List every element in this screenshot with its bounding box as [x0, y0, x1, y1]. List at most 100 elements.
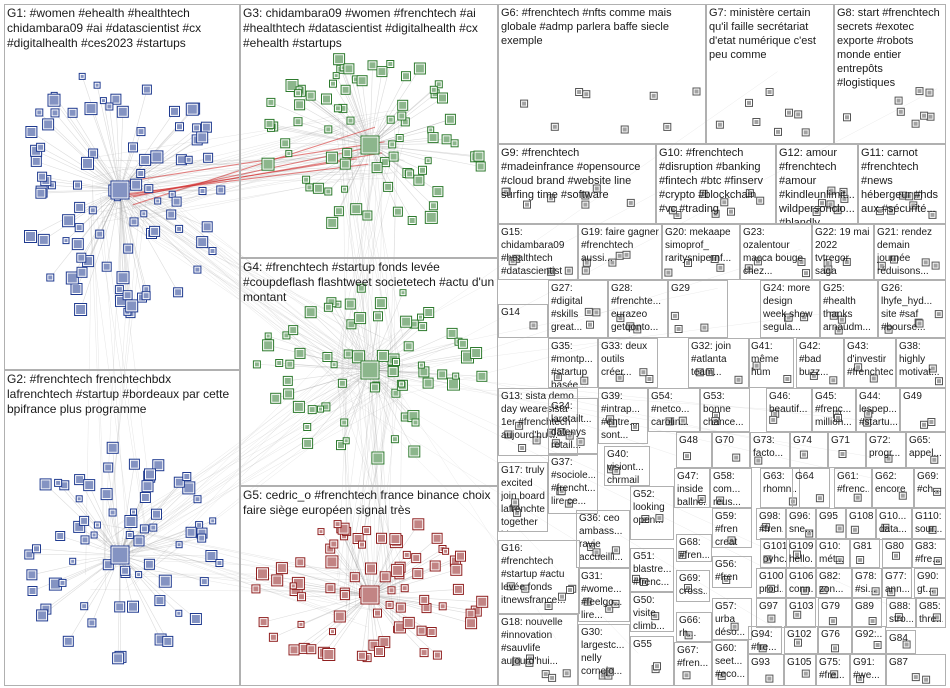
group-g32: G32: join #atlanta team...: [688, 338, 750, 388]
group-label: G3: chidambara09 #women #frenchtech #ai …: [243, 6, 495, 51]
group-g17: G17: truly excited join board lafrenchte…: [498, 462, 548, 532]
group-label: G93: [751, 656, 781, 669]
group-g74: G74: [790, 432, 828, 468]
group-g88: G88: stro...: [886, 598, 916, 628]
group-label: G28: #frenchte... eurazeo getqonto...: [611, 282, 665, 334]
group-label: G79: [821, 600, 849, 613]
group-label: G83: #fre...: [915, 540, 943, 566]
group-label: G14: [501, 306, 545, 319]
group-label: G109: hello...: [789, 540, 813, 566]
group-g21: G21: rendez demain journée réduisons...: [874, 224, 946, 280]
group-label: G34: laretailt... datenys retail...: [551, 400, 595, 452]
group-label: G85: thre...: [919, 600, 943, 626]
group-label: G26: lhyfe_hyd... site #saf #bourse...: [881, 282, 943, 334]
group-label: G22: 19 mai 2022 tvtregor saga tregor...: [815, 226, 871, 280]
group-label: G11: carnot #frenchtech #news hébergeur …: [861, 146, 943, 216]
group-g97: G97: [756, 598, 786, 628]
group-g80: G80: [882, 538, 912, 568]
group-g49: G49: [900, 388, 946, 432]
group-label: G105: [787, 656, 813, 669]
group-g83: G83: #fre...: [912, 538, 946, 568]
group-label: G44: lespep... #startu...: [859, 390, 897, 429]
group-label: G78: #si...: [855, 570, 879, 596]
group-g78: G78: #si...: [852, 568, 882, 598]
group-g53: G53: bonne chance...: [700, 388, 750, 432]
group-label: G8: start #frenchtech secrets #exotec ex…: [837, 6, 943, 90]
group-g56: G56: #fren: [712, 556, 752, 588]
group-label: G81: [853, 540, 877, 553]
group-label: G97: [759, 600, 783, 613]
group-g98: G98: #fren...: [756, 508, 786, 540]
group-label: G42: #bad buzz...: [799, 340, 841, 379]
group-label: G36: ceo ambass... ravie accueilli...: [579, 512, 627, 564]
group-g46: G46: beautif...: [766, 388, 812, 432]
group-g81: G81: [850, 538, 880, 568]
group-g75: G75: #fre...: [816, 654, 850, 686]
group-label: G71: [831, 434, 863, 447]
group-label: G41: même hum: [751, 340, 791, 379]
group-label: G18: nouvelle #innovation #sauvlife aujo…: [501, 616, 575, 668]
group-g24: G24: more design week show segula...: [760, 280, 820, 338]
group-g51: G51: blastre... #frenc...: [630, 548, 674, 592]
group-label: G66: rh...: [679, 614, 709, 640]
group-g22: G22: 19 mai 2022 tvtregor saga tregor...: [812, 224, 874, 280]
group-label: G67: #fren...: [677, 644, 709, 670]
group-g9: G9: #frenchtech #madeinfrance #opensourc…: [498, 144, 656, 224]
group-g20: G20: mekaape simoprof_ raritysnipernf...: [662, 224, 740, 280]
group-g96: G96: sne...: [786, 508, 816, 540]
group-g108: G108: [846, 508, 876, 540]
group-label: G20: mekaape simoprof_ raritysnipernf...: [665, 226, 737, 265]
group-g109: G109: hello...: [786, 538, 816, 568]
group-g77: G77: ann...: [882, 568, 912, 598]
group-label: G16: #frenchtech #startup #actu levée fo…: [501, 542, 577, 607]
group-g16: G16: #frenchtech #startup #actu levée fo…: [498, 540, 580, 614]
group-label: G39: #intrap... #entre... sont...: [601, 390, 645, 442]
group-label: G101: ovhc...: [763, 540, 787, 566]
group-g1: G1: #women #ehealth #healthtech chidamba…: [4, 4, 240, 370]
group-g70: G70: [712, 432, 750, 468]
group-g6: G6: #frenchtech #nfts comme mais globale…: [498, 4, 706, 144]
group-label: G10: mét...: [819, 540, 847, 566]
group-label: G61: #frenc...: [837, 470, 869, 496]
group-g8: G8: start #frenchtech secrets #exotec ex…: [834, 4, 946, 144]
group-label: G69: cross...: [679, 572, 707, 598]
group-label: G69: #ch...: [917, 470, 943, 496]
group-label: G6: #frenchtech #nfts comme mais globale…: [501, 6, 703, 48]
group-g47: G47: inside ballnc...: [674, 468, 710, 508]
group-g85: G85: thre...: [916, 598, 946, 628]
group-g54: G54: #netco... carolin...: [648, 388, 700, 432]
group-g2: G2: #frenchtech frenchtechbdx lafrenchte…: [4, 370, 240, 686]
group-label: G31: #wome... #feelgo... lire...: [581, 570, 627, 622]
group-label: G70: [715, 434, 747, 447]
group-g94: G94: #fre...: [748, 626, 782, 654]
group-g73: G73: facto...: [750, 432, 790, 468]
group-label: G48: [679, 434, 709, 447]
group-label: G103: [789, 600, 813, 613]
group-label: G108: [849, 510, 873, 523]
group-label: G50: visite climb...: [633, 594, 671, 632]
group-label: G73: facto...: [753, 434, 787, 460]
group-g92: G92:...: [852, 626, 886, 654]
group-g41: G41: même hum: [748, 338, 794, 388]
group-label: G110: sour...: [915, 510, 943, 536]
group-label: G98: #fren...: [759, 510, 783, 536]
group-label: G51: blastre... #frenc...: [633, 550, 671, 589]
group-label: G46: beautif...: [769, 390, 809, 416]
group-label: G84: [889, 632, 913, 645]
group-label: G45: #frenc... million...: [815, 390, 853, 429]
group-g26: G26: lhyfe_hyd... site #saf #bourse...: [878, 280, 946, 338]
group-g33: G33: deux outils créer...: [598, 338, 658, 388]
group-label: G72: progr...: [869, 434, 903, 460]
group-g57: G57: urba déso...: [712, 598, 752, 640]
group-g95: G95: [816, 508, 846, 540]
group-label: G89: [855, 600, 879, 613]
group-g23: G23: ozalentour macca bouge chez...: [740, 224, 812, 280]
group-g87: G87: [886, 654, 946, 686]
group-label: G60: seet... #eco...: [715, 642, 745, 681]
group-label: G87: [889, 656, 943, 669]
group-label: G30: largestc... nelly cornejo...: [581, 626, 627, 678]
group-label: G88: stro...: [889, 600, 913, 626]
group-label: G24: more design week show segula...: [763, 282, 817, 334]
group-g89: G89: [852, 598, 882, 628]
